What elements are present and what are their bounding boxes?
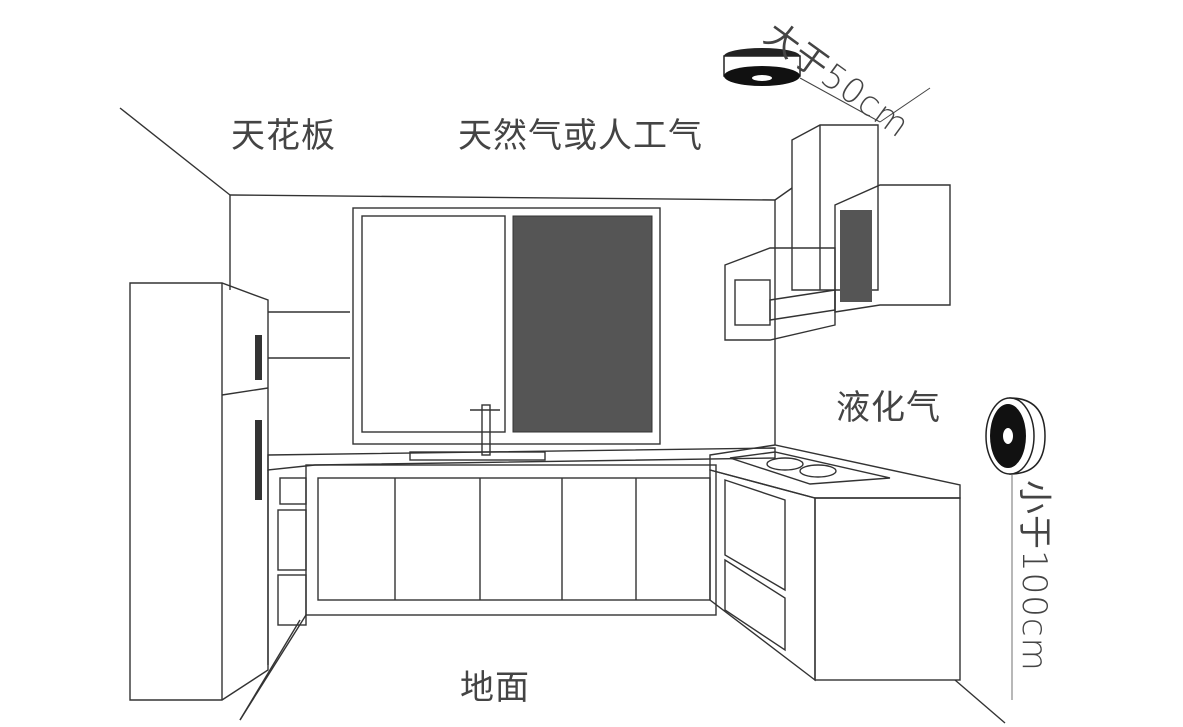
ceiling-gas-detector-icon xyxy=(723,48,801,86)
wall-gas-detector-icon xyxy=(985,397,1046,475)
wall-shelves xyxy=(268,311,350,359)
window xyxy=(352,207,661,445)
base-cabinets xyxy=(239,447,776,721)
floor-label: 地面 xyxy=(460,668,530,708)
natural-gas-label: 天然气或人工气 xyxy=(458,116,703,156)
floor-distance-label: 小于100cm xyxy=(1014,480,1054,672)
ceiling-label: 天花板 xyxy=(231,116,336,156)
range-hood xyxy=(724,124,951,341)
stove-counter xyxy=(709,444,961,682)
distance-lines xyxy=(799,77,1013,700)
refrigerator xyxy=(129,282,269,701)
lpg-label: 液化气 xyxy=(836,388,941,428)
